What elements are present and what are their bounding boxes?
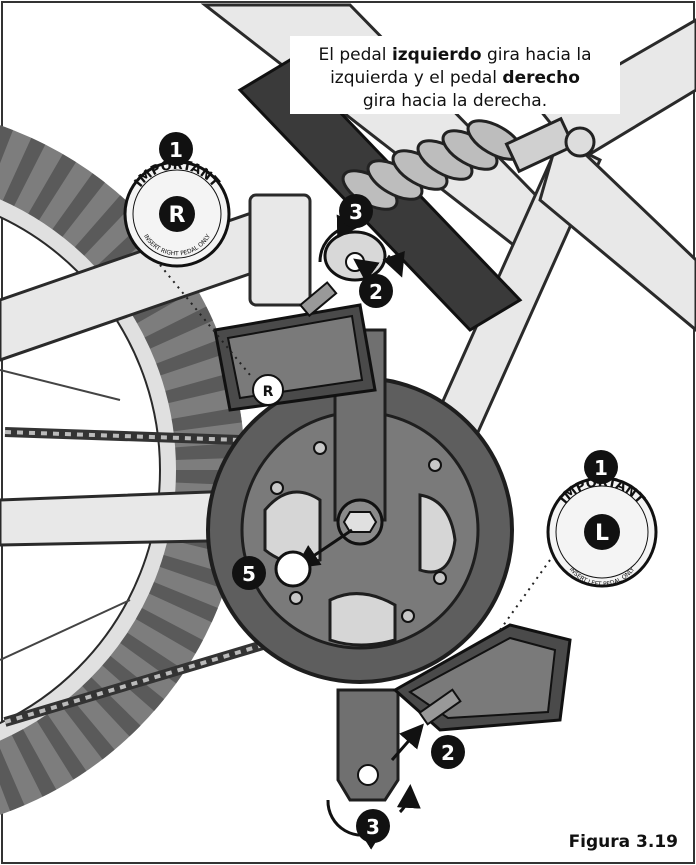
rear-shock [237, 58, 596, 332]
pedal-r-mark [252, 374, 284, 406]
svg-text:2: 2 [441, 741, 455, 765]
left-crank-arm [336, 688, 400, 802]
svg-text:3: 3 [349, 200, 363, 224]
caption-line-1: El pedal izquierdo gira hacia la [318, 45, 591, 65]
rear-tire [0, 125, 245, 815]
callout-5: 5 [232, 556, 266, 590]
callout-3-bottom: 3 [356, 809, 390, 843]
figure-label: Figura 3.19 [560, 822, 688, 856]
right-pedal: R [213, 281, 377, 412]
leader-lines [159, 264, 551, 631]
svg-text:2: 2 [369, 280, 383, 304]
pedal-r-mark-text: R [263, 384, 274, 400]
left-pedal [392, 623, 572, 732]
svg-text:Figura 3.19: Figura 3.19 [569, 832, 678, 852]
callout-3-top: 3 [339, 194, 373, 228]
sticker-left-letter: L [595, 521, 609, 546]
svg-text:5: 5 [242, 562, 256, 586]
sticker-right: IMPORTANT R INSERT RIGHT PEDAL ONLY [123, 158, 231, 268]
callout-1-left: 1 [584, 450, 618, 484]
caption: El pedal izquierdo gira hacia la izquier… [290, 36, 620, 114]
svg-text:3: 3 [366, 815, 380, 839]
callout-1-right: 1 [159, 132, 193, 166]
callout-2-bottom: 2 [431, 735, 465, 769]
sticker-right-letter: R [169, 203, 186, 228]
caption-line-2: izquierda y el pedal derecho [330, 68, 580, 88]
caption-line-3: gira hacia la derecha. [363, 91, 547, 111]
svg-text:1: 1 [169, 138, 183, 162]
sticker-left: IMPORTANT L INSERT LEFT PEDAL ONLY [546, 475, 658, 588]
dust-cap [274, 550, 312, 588]
svg-text:1: 1 [594, 456, 608, 480]
callout-2-top: 2 [359, 274, 393, 308]
rotation-arrows [295, 214, 424, 850]
